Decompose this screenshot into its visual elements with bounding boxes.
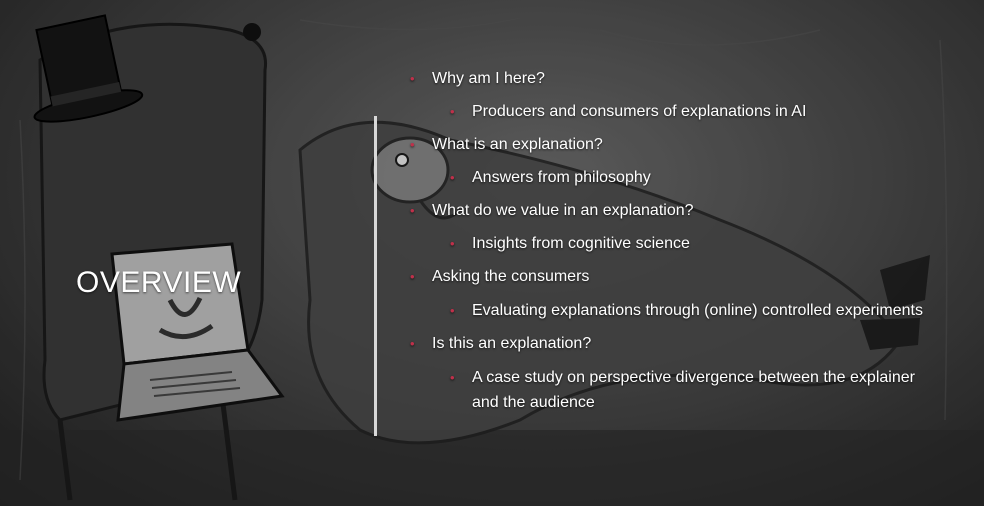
list-item: Why am I here?: [408, 67, 928, 91]
floor-shadow: [0, 430, 984, 506]
list-subitem: Insights from cognitive science: [408, 232, 928, 256]
list-item: What is an explanation?: [408, 133, 928, 157]
overview-list: Why am I here? Producers and consumers o…: [408, 64, 928, 424]
slide-title: OVERVIEW: [76, 266, 242, 299]
list-subitem: A case study on perspective divergence b…: [408, 365, 928, 415]
vertical-divider: [374, 116, 377, 436]
list-item: Asking the consumers: [408, 265, 928, 289]
list-subitem: Producers and consumers of explanations …: [408, 100, 928, 124]
list-item: Is this an explanation?: [408, 332, 928, 356]
list-subitem: Answers from philosophy: [408, 166, 928, 190]
top-hat-icon: [33, 14, 144, 123]
list-item: What do we value in an explanation?: [408, 199, 928, 223]
laptop-icon: [110, 242, 285, 422]
list-subitem: Evaluating explanations through (online)…: [408, 298, 928, 323]
